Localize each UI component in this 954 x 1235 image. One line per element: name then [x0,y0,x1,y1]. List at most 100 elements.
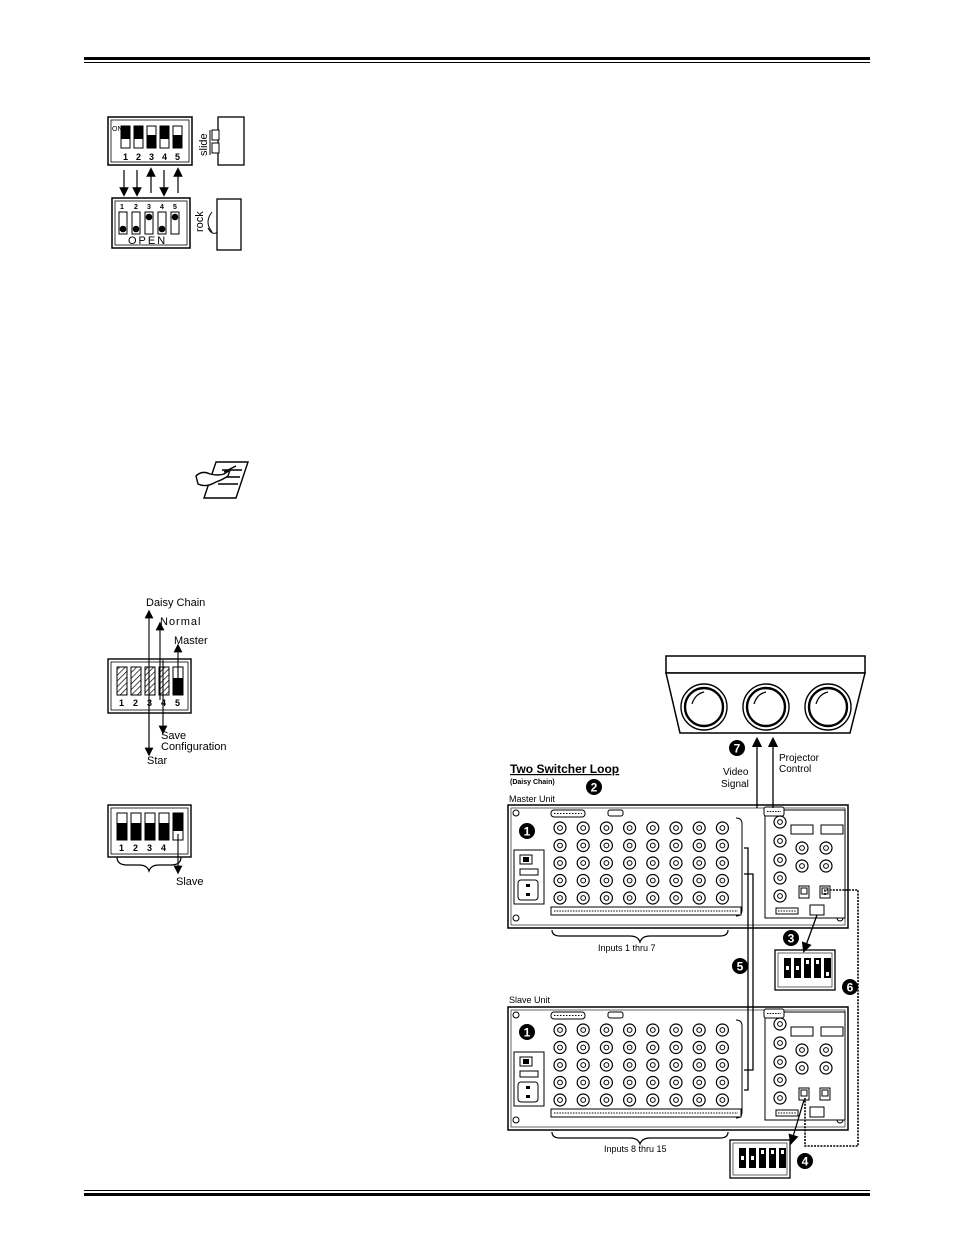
bnc-connector [773,815,787,829]
bnc-connector [576,838,590,853]
slave-dip-num-1: 1 [119,843,124,853]
dip-rock-num-2: 2 [134,204,138,211]
bnc-connector [715,873,730,888]
bnc-connector [599,821,614,835]
bnc-connector [819,1043,833,1057]
bnc-connector [669,1075,683,1090]
bnc-connector [715,1075,730,1090]
bnc-connector [669,821,683,835]
star-label: Star [147,755,168,767]
dip-top-num-3: 3 [149,152,154,162]
bnc-connector [715,1040,730,1055]
bnc-connector [599,1093,614,1107]
normal-label: Normal [160,616,201,628]
bnc-connector [715,1023,730,1037]
bnc-connector [692,1058,706,1072]
bnc-connector [646,1058,660,1072]
bnc-connector [553,891,567,905]
dip-on-label: ON [112,126,123,133]
bnc-connector [622,1058,637,1072]
bnc-connector [576,1023,590,1037]
projector-control-label-2: Control [779,764,811,775]
open-label: OPEN [128,235,167,247]
bnc-connector [795,1043,809,1057]
bnc-connector [576,1075,590,1090]
bnc-connector [599,856,614,870]
slave-unit-panel [507,1006,849,1131]
bnc-connector [669,856,683,870]
bnc-connector [773,853,787,867]
dip-rock-num-1: 1 [120,204,124,211]
bnc-connector [622,891,637,905]
bnc-connector [715,856,730,870]
dip-rock-num-3: 3 [147,204,151,211]
slave-dip-num-4: 4 [161,843,166,853]
master-unit-panel [507,804,849,929]
bnc-connector [622,1023,637,1037]
bnc-connector [692,838,706,853]
bnc-connector [646,821,660,835]
slave-dip-num-3: 3 [147,843,152,853]
dip-arrows [119,167,183,197]
dip-top-num-4: 4 [162,152,167,162]
bnc-connector [715,1093,730,1107]
master-dip-num-1: 1 [119,698,124,708]
video-signal-label-1: Video [723,767,749,778]
bnc-connector [622,821,637,835]
bnc-connector [773,1091,787,1105]
note-hand-writing-icon [195,461,249,499]
dip-box-master-setting [774,949,836,991]
callout-7: 7 [734,742,741,756]
bnc-connector [553,1058,567,1072]
callout-2: 2 [591,781,598,795]
bnc-connector [599,873,614,888]
bnc-connector [646,838,660,853]
bnc-connector [669,1058,683,1072]
bnc-connector [622,1040,637,1055]
bnc-connector [692,856,706,870]
slave-dip-settings-diagram: 1 2 3 4 Slave [107,804,204,888]
dip-switch-rocker-diagram: 1 2 3 4 5 OPEN rock [111,197,242,251]
slave-unit-label: Slave Unit [509,995,551,1005]
daisy-chain-label: Daisy Chain [146,597,205,609]
footer-rule [84,1193,870,1196]
bnc-connector [576,1058,590,1072]
save-label: Save [161,730,186,742]
dip-rock-num-5: 5 [173,204,177,211]
bnc-connector [819,859,833,873]
bnc-connector [692,891,706,905]
bnc-connector [646,1093,660,1107]
dip-top-num-1: 1 [123,152,128,162]
bnc-connector [576,1093,590,1107]
bnc-connector [692,1023,706,1037]
bnc-connector [773,1073,787,1087]
bnc-connector [669,1093,683,1107]
bnc-connector [646,891,660,905]
dip-top-levers [120,125,183,149]
bnc-connector [773,1055,787,1069]
bnc-connector [576,891,590,905]
bnc-connector [646,1075,660,1090]
dip-top-num-5: 5 [175,152,180,162]
bnc-connector [622,1075,637,1090]
bnc-connector [773,834,787,848]
inputs-slave-label: Inputs 8 thru 15 [604,1144,667,1154]
callout-5: 5 [737,960,744,974]
slave-dip-num-2: 2 [133,843,138,853]
bnc-connector [773,871,787,885]
video-signal-label-2: Signal [721,779,749,790]
inputs-master-label: Inputs 1 thru 7 [598,943,656,953]
bnc-connector [553,821,567,835]
bnc-connector [646,856,660,870]
bnc-connector [819,841,833,855]
callout-3: 3 [788,932,795,946]
bnc-connector [599,1075,614,1090]
loop-subtitle: (Daisy Chain) [510,779,555,786]
bnc-connector [692,1040,706,1055]
bnc-connector [646,1040,660,1055]
footer-rule-thin [84,1190,870,1191]
header-rule-thin [84,62,870,63]
dip-rock-num-4: 4 [160,204,164,211]
callout-markers: 1 1 2 3 4 5 6 7 [519,740,858,1169]
